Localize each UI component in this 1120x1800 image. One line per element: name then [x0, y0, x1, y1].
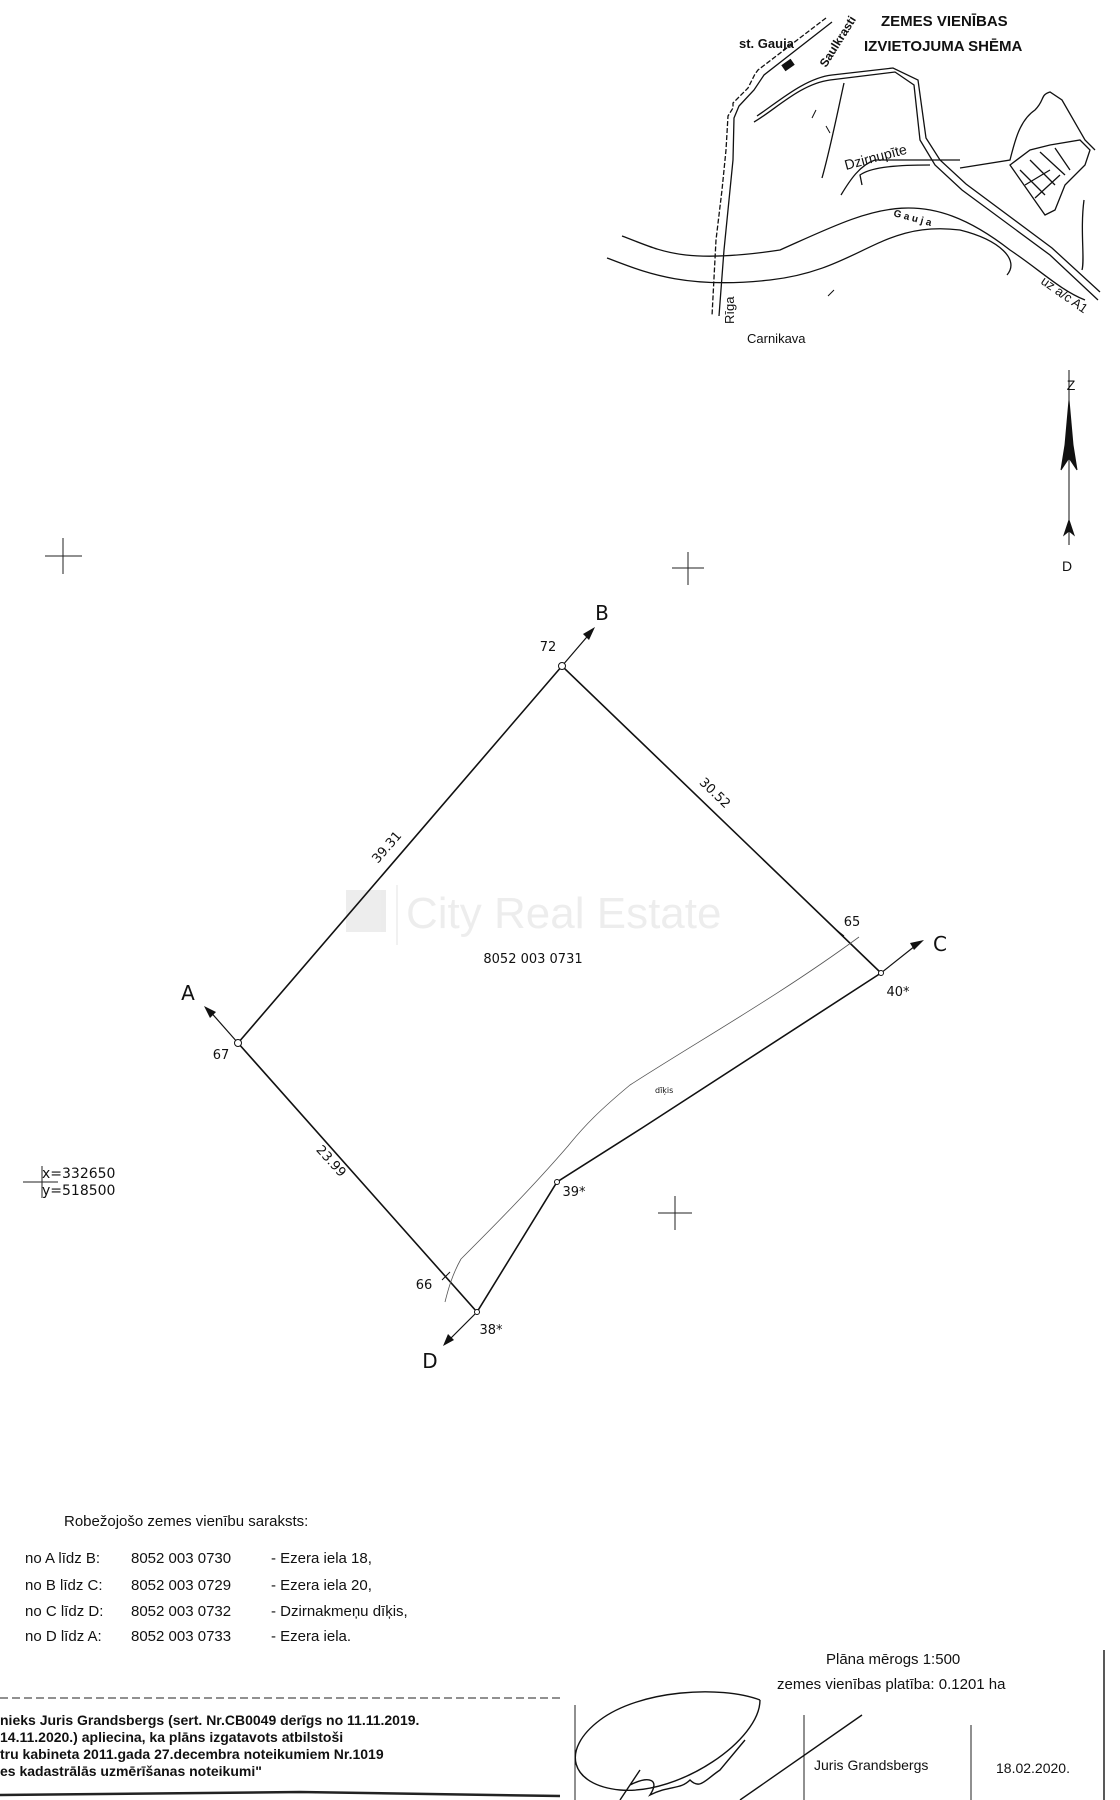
watermark-text: City Real Estate	[406, 889, 721, 938]
neighbour-segment: no D līdz A:	[25, 1628, 102, 1645]
vertex-markers	[234, 662, 884, 1315]
road-a1-label: uz a/c A1	[1038, 273, 1090, 316]
vertex-65: 65	[844, 915, 861, 930]
road	[753, 71, 1099, 301]
certification-line: 14.11.2020.) apliecina, ka plāns izgatav…	[0, 1729, 344, 1745]
vertex-72: 72	[540, 640, 557, 655]
vertex-38: 38*	[479, 1323, 503, 1338]
point-label-a: A	[181, 981, 195, 1005]
vertex-67: 67	[213, 1048, 230, 1063]
station-marker	[781, 58, 795, 72]
parcel-boundary	[207, 630, 921, 1343]
neighbour-name: - Ezera iela.	[271, 1628, 352, 1645]
grid-crosshairs	[23, 538, 704, 1230]
certification-text: nieks Juris Grandsbergs (sert. Nr.CB0049…	[0, 1712, 419, 1780]
neighbour-cadastre: 8052 003 0729	[131, 1577, 232, 1594]
signature-block-lines	[0, 1650, 1105, 1800]
signature	[574, 1691, 863, 1800]
settlement-blocks	[1009, 139, 1091, 216]
neighbour-segment: no A līdz B:	[25, 1550, 101, 1567]
river-label: G a u j a	[892, 208, 933, 229]
scheme-title-line2: IZVIETOJUMA SHĒMA	[864, 38, 1023, 55]
town-label: Carnikava	[747, 331, 806, 346]
neighbour-segment: no C līdz D:	[25, 1603, 104, 1620]
river-gauja	[621, 207, 1086, 301]
neighbour-name: - Ezera iela 18,	[271, 1550, 372, 1567]
neighbour-cadastre: 8052 003 0732	[131, 1603, 232, 1620]
certification-line: nieks Juris Grandsbergs (sert. Nr.CB0049…	[0, 1712, 420, 1728]
point-label-b: B	[595, 601, 609, 625]
south-label: D	[1062, 558, 1072, 574]
neighbour-name: - Ezera iela 20,	[271, 1577, 372, 1594]
parcel-area: zemes vienības platība: 0.1201 ha	[777, 1676, 1006, 1693]
stream-dzirnupite	[840, 159, 960, 196]
grid-x-coordinate: x=332650	[42, 1166, 115, 1182]
pond-label: dīķis	[655, 1086, 673, 1096]
vertex-39: 39*	[562, 1185, 586, 1200]
neighbour-cadastre: 8052 003 0733	[131, 1628, 232, 1645]
point-label-c: C	[933, 932, 947, 956]
road-riga-label: Rīga	[722, 296, 737, 324]
plan-scale: Plāna mērogs 1:500	[826, 1651, 961, 1668]
stream-label: Dzirnupīte	[843, 141, 909, 173]
neighbours-heading: Robežojošo zemes vienību saraksts:	[64, 1513, 309, 1530]
vertex-66: 66	[416, 1278, 433, 1293]
road-saulkrasti-label: Saulkrasti	[817, 14, 859, 70]
grid-y-coordinate: y=518500	[42, 1183, 115, 1199]
vertex-40: 40*	[886, 985, 910, 1000]
neighbour-cadastre: 8052 003 0730	[131, 1550, 232, 1567]
edge-length-bc: 30.52	[696, 775, 733, 812]
signature-date: 18.02.2020.	[996, 1760, 1070, 1776]
north-label: Z	[1067, 377, 1076, 393]
neighbour-segment: no B līdz C:	[25, 1577, 103, 1594]
cadastral-number: 8052 003 0731	[483, 952, 582, 967]
railway-line	[711, 17, 827, 317]
certification-line: tru kabineta 2011.gada 27.decembra notei…	[0, 1746, 384, 1762]
direction-arrows	[204, 627, 924, 1346]
scheme-title-line1: ZEMES VIENĪBAS	[881, 13, 1008, 30]
certification-line: es kadastrālās uzmērīšanas noteikumi"	[0, 1763, 262, 1779]
surveyor-name: Juris Grandsbergs	[814, 1757, 929, 1773]
station-label: st. Gauja	[739, 36, 795, 51]
edge-length-ab: 39.31	[369, 829, 405, 867]
location-scheme	[606, 17, 1101, 317]
point-label-d: D	[422, 1349, 437, 1373]
pond-boundary	[444, 936, 860, 1303]
north-arrow-icon	[1060, 370, 1078, 545]
neighbour-name: - Dzirnakmeņu dīķis,	[271, 1603, 408, 1620]
watermark-logo	[346, 885, 398, 945]
